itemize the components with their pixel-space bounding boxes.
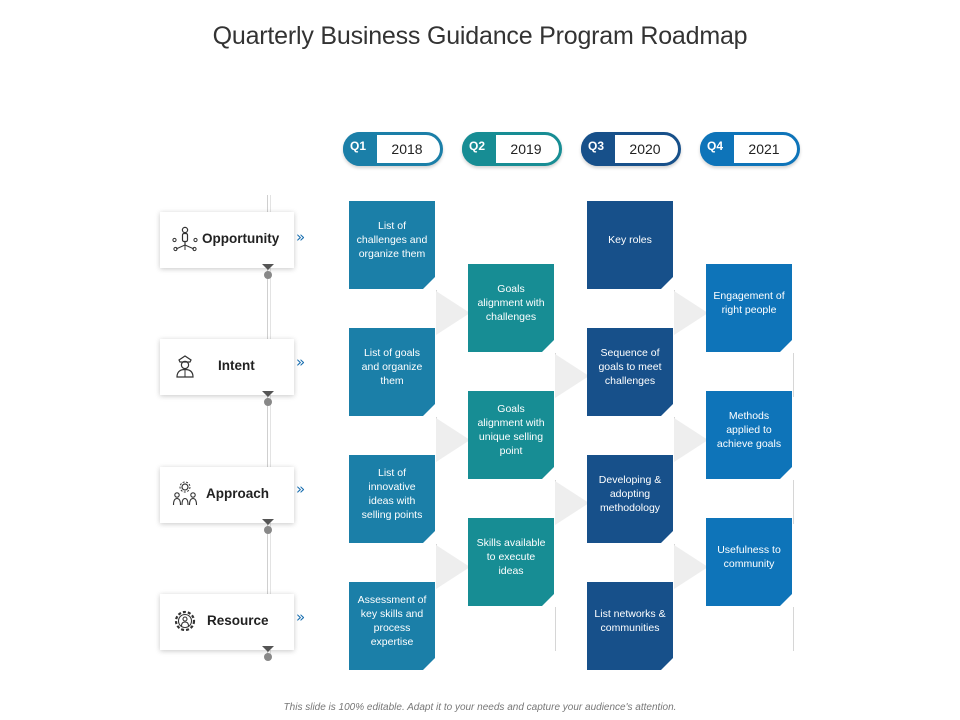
category-approach: Approach: [160, 467, 294, 525]
gear-person-icon: [174, 610, 196, 632]
roadmap-card: List of challenges and organize them: [349, 201, 435, 289]
flow-arrow: [436, 545, 470, 589]
card-tail: [793, 480, 794, 524]
people-network-icon: [172, 226, 198, 252]
card-fold: [542, 340, 554, 352]
card-fold: [780, 467, 792, 479]
gear-people-icon: [172, 481, 198, 506]
page-title: Quarterly Business Guidance Program Road…: [212, 22, 748, 50]
card-text: Goals alignment with unique selling poin…: [477, 403, 545, 457]
card-text: Key roles: [608, 234, 652, 246]
connector-dot: [264, 398, 272, 406]
roadmap-card: Skills available to execute ideas: [468, 518, 554, 606]
card-text: Goals alignment with challenges: [477, 283, 545, 323]
footer-note: This slide is 100% editable. Adapt it to…: [283, 702, 677, 713]
card-fold: [661, 404, 673, 416]
card-fold: [661, 277, 673, 289]
roadmap-card: Sequence of goals to meet challenges: [587, 328, 673, 416]
card-tail: [793, 353, 794, 397]
roadmap-card: Goals alignment with challenges: [468, 264, 554, 352]
card-fold: [423, 658, 435, 670]
card-tail: [793, 607, 794, 651]
quarter-year: 2018: [391, 141, 423, 157]
category-opportunity: Opportunity: [160, 212, 294, 270]
quarter-year: 2021: [748, 141, 780, 157]
quarter-label: Q2: [462, 132, 496, 166]
connector-dot: [264, 653, 272, 661]
flow-arrow: [436, 291, 470, 335]
card-text: List networks & communities: [594, 608, 666, 634]
person-cap-icon: [176, 355, 194, 378]
chevron-right-icon: »: [296, 228, 306, 246]
card-fold: [780, 340, 792, 352]
connector-dot: [264, 271, 272, 279]
flow-arrow: [555, 481, 589, 525]
card-text: Sequence of goals to meet challenges: [598, 347, 662, 387]
card-fold: [661, 658, 673, 670]
quarter-label: Q4: [700, 132, 734, 166]
connector-dot: [264, 526, 272, 534]
category-label: Resource: [207, 613, 269, 628]
card-fold: [661, 531, 673, 543]
category-resource: Resource: [160, 594, 294, 652]
quarter-pill-q1: Q1 2018: [343, 132, 443, 166]
quarter-label: Q3: [581, 132, 615, 166]
roadmap-card: List networks & communities: [587, 582, 673, 670]
category-intent: Intent: [160, 339, 294, 397]
roadmap-card: Key roles: [587, 201, 673, 289]
card-fold: [780, 594, 792, 606]
chevron-right-icon: »: [296, 608, 306, 626]
quarter-year: 2019: [510, 141, 542, 157]
roadmap-card: Assessment of key skills and process exp…: [349, 582, 435, 670]
quarter-pill-q3: Q3 2020: [581, 132, 681, 166]
card-text: Methods applied to achieve goals: [716, 410, 782, 450]
quarter-label: Q1: [343, 132, 377, 166]
card-tail: [555, 607, 556, 651]
caret-down-icon: [262, 519, 274, 525]
quarter-pill-q4: Q4 2021: [700, 132, 800, 166]
roadmap-card: List of goals and organize them: [349, 328, 435, 416]
roadmap-card: Developing & adopting methodology: [587, 455, 673, 543]
caret-down-icon: [262, 646, 274, 652]
card-fold: [542, 467, 554, 479]
flow-arrow: [674, 418, 708, 462]
flow-arrow: [555, 354, 589, 398]
card-fold: [423, 531, 435, 543]
quarter-year: 2020: [629, 141, 661, 157]
category-connector-line: [267, 195, 268, 655]
card-text: List of goals and organize them: [361, 347, 423, 387]
chevron-right-icon: »: [296, 480, 306, 498]
card-text: Engagement of right people: [713, 290, 785, 316]
card-text: Skills available to execute ideas: [476, 537, 546, 577]
category-label: Opportunity: [202, 231, 280, 246]
roadmap-card: List of innovative ideas with selling po…: [349, 455, 435, 543]
card-fold: [423, 404, 435, 416]
card-text: List of innovative ideas with selling po…: [361, 467, 423, 521]
caret-down-icon: [262, 391, 274, 397]
chevron-right-icon: »: [296, 353, 306, 371]
roadmap-card: Engagement of right people: [706, 264, 792, 352]
quarter-pill-q2: Q2 2019: [462, 132, 562, 166]
flow-arrow: [436, 418, 470, 462]
card-fold: [542, 594, 554, 606]
category-connector-line: [270, 195, 271, 655]
flow-arrow: [674, 545, 708, 589]
card-text: Developing & adopting methodology: [598, 474, 662, 514]
card-text: Assessment of key skills and process exp…: [357, 594, 427, 648]
roadmap-card: Methods applied to achieve goals: [706, 391, 792, 479]
card-text: Usefulness to community: [717, 544, 781, 570]
flow-arrow: [674, 291, 708, 335]
category-label: Approach: [206, 486, 270, 501]
category-label: Intent: [218, 358, 255, 373]
roadmap-card: Usefulness to community: [706, 518, 792, 606]
roadmap-card: Goals alignment with unique selling poin…: [468, 391, 554, 479]
card-text: List of challenges and organize them: [356, 220, 428, 260]
card-fold: [423, 277, 435, 289]
caret-down-icon: [262, 264, 274, 270]
